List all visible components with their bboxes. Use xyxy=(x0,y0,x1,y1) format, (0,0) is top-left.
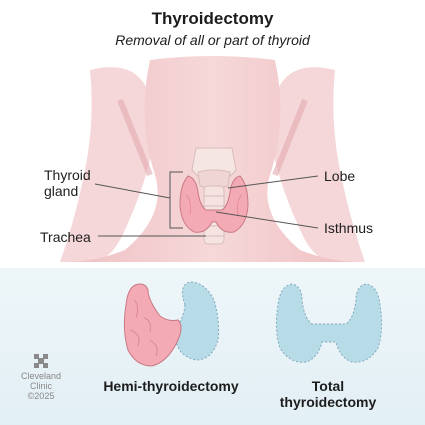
cleveland-clinic-logo: Cleveland Clinic ©2025 xyxy=(12,354,70,401)
total-thyroidectomy-label-line1: Total xyxy=(311,378,345,394)
trachea-label: Trachea xyxy=(40,229,91,245)
isthmus-label: Isthmus xyxy=(324,220,374,236)
thyroid-gland-shape xyxy=(179,175,249,233)
copyright-text: ©2025 xyxy=(27,391,55,401)
total-thyroidectomy-label-line2: thyroidectomy xyxy=(279,394,377,410)
brand-line2: Clinic xyxy=(29,381,52,391)
hemi-thyroidectomy-illustration xyxy=(123,281,219,367)
diagram-subtitle: Removal of all or part of thyroid xyxy=(115,32,310,48)
thyroid-gland-label-line2: gland xyxy=(44,183,79,199)
thyroid-gland-label-line1: Thyroid xyxy=(44,167,91,183)
brand-line1: Cleveland xyxy=(20,371,62,381)
label-leader-lines xyxy=(94,171,319,237)
lobe-label: Lobe xyxy=(324,168,356,184)
cleveland-clinic-mark-icon xyxy=(34,354,48,368)
diagram-title: Thyroidectomy xyxy=(151,9,274,28)
hemi-thyroidectomy-label: Hemi-thyroidectomy xyxy=(103,378,239,394)
total-thyroidectomy-illustration xyxy=(275,283,383,363)
